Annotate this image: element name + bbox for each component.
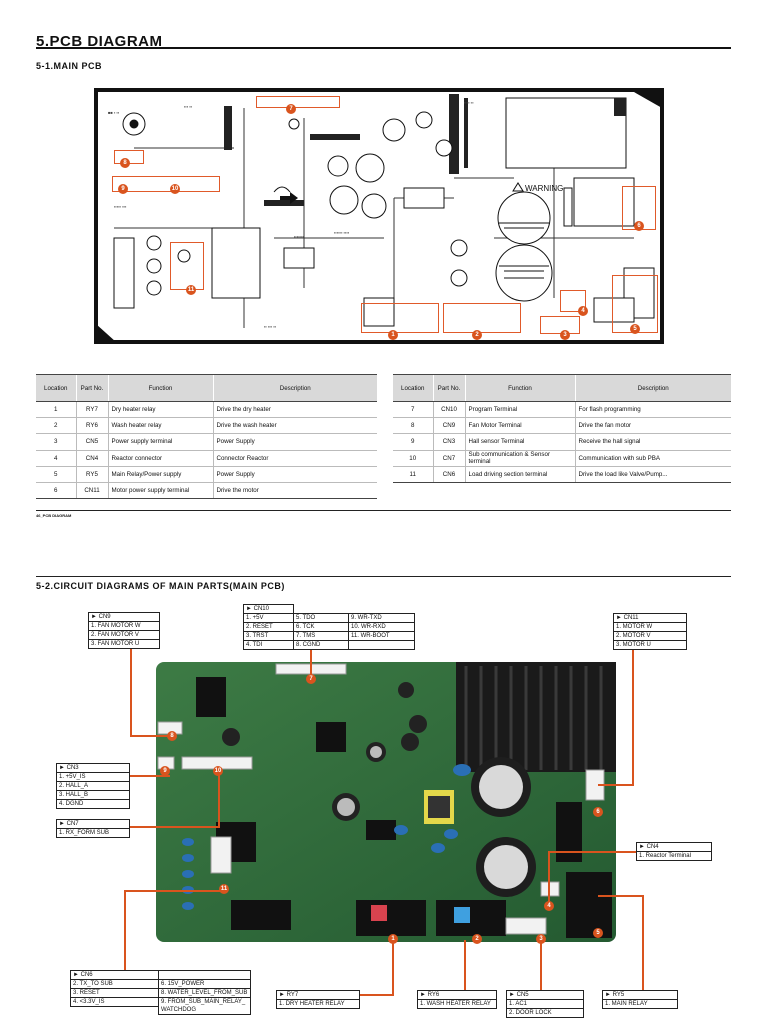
pcb-photo <box>156 662 616 942</box>
leader-cn3 <box>130 775 170 777</box>
leader-ry7-h <box>358 994 394 996</box>
marker-2: 2 <box>472 330 482 340</box>
leader-cn10 <box>310 650 312 678</box>
svg-text:▪▪ ▪▪▪ ▪▪: ▪▪ ▪▪▪ ▪▪ <box>264 324 277 329</box>
leader-cn11 <box>632 645 634 785</box>
callout-ry6: ► RY6 1. WASH HEATER RELAY <box>417 990 497 1009</box>
svg-text:▪▪▪▪▪▪▪: ▪▪▪▪▪▪▪ <box>294 234 305 239</box>
footer-rule <box>36 510 731 511</box>
leader-cn6 <box>124 890 126 970</box>
photo-marker-6: 6 <box>593 807 603 817</box>
leader-cn6-h <box>124 890 224 892</box>
col-description: Description <box>212 374 377 402</box>
title-rule <box>36 47 731 49</box>
highlight-cn4 <box>560 290 586 312</box>
marker-6: 6 <box>634 221 644 231</box>
leader-cn9 <box>130 645 132 737</box>
marker-8: 8 <box>120 158 130 168</box>
location-table-left: Location Part No. Function Description 1… <box>36 374 377 500</box>
col-function: Function <box>464 374 575 402</box>
leader-ry5 <box>642 895 644 990</box>
leader-cn11-h <box>598 784 634 786</box>
leader-ry5-h <box>598 895 644 897</box>
marker-7: 7 <box>286 104 296 114</box>
photo-marker-10: 10 <box>213 766 223 776</box>
svg-text:▪▪▪ ▪▪: ▪▪▪ ▪▪ <box>184 104 193 109</box>
photo-marker-9: 9 <box>160 766 170 776</box>
leader-cn7-v <box>218 775 220 828</box>
callout-cn9: ► CN9 1. FAN MOTOR W 2. FAN MOTOR V 3. F… <box>88 612 160 649</box>
highlight-cn10 <box>256 96 340 108</box>
callout-cn4: ► CN4 1. Reactor Terminal <box>636 842 712 861</box>
svg-text:▪▪▪▪▪ ▪▪▪: ▪▪▪▪▪ ▪▪▪ <box>114 204 127 209</box>
leader-cn7 <box>130 826 220 828</box>
photo-marker-7: 7 <box>306 674 316 684</box>
col-part-no: Part No. <box>432 374 465 402</box>
marker-1: 1 <box>388 330 398 340</box>
photo-marker-8: 8 <box>167 731 177 741</box>
callout-cn11: ► CN11 1. MOTOR W 2. MOTOR V 3. MOTOR U <box>613 613 687 650</box>
highlight-ry7 <box>361 303 439 333</box>
leader-cn9-h <box>130 735 172 737</box>
col-part-no: Part No. <box>75 374 108 402</box>
leader-cn5 <box>540 940 542 990</box>
marker-11: 11 <box>186 285 196 295</box>
svg-text:▪▪▪▪ ▪▪: ▪▪▪▪ ▪▪ <box>464 100 474 105</box>
photo-marker-1: 1 <box>388 934 398 944</box>
page-title: 5.PCB DIAGRAM <box>36 33 163 50</box>
marker-10: 10 <box>170 184 180 194</box>
leader-ry6 <box>464 940 466 990</box>
marker-4: 4 <box>578 306 588 316</box>
callout-cn3: ► CN3 1. +5V_IS 2. HALL_A 3. HALL_B 4. D… <box>56 763 130 809</box>
col-function: Function <box>107 374 213 402</box>
callout-cn5: ► CN5 1. AC1 2. DOOR LOCK <box>506 990 584 1018</box>
section2-rule <box>36 576 731 577</box>
highlight-ry6 <box>443 303 521 333</box>
svg-text:■■ ▪ ▪▪: ■■ ▪ ▪▪ <box>108 110 120 115</box>
callout-cn7: ► CN7 1. RX_FORM SUB <box>56 819 130 838</box>
photo-marker-5: 5 <box>593 928 603 938</box>
photo-marker-4: 4 <box>544 901 554 911</box>
col-location: Location <box>36 374 76 402</box>
svg-text:▪▪▪▪▪▪ ▪▪▪▪: ▪▪▪▪▪▪ ▪▪▪▪ <box>334 230 350 235</box>
photo-marker-11: 11 <box>219 884 229 894</box>
photo-marker-3: 3 <box>536 934 546 944</box>
subsection-title-main-pcb: 5-1.MAIN PCB <box>36 61 103 71</box>
pcb-layout-drawing: WARNING ■■ ▪ ▪▪ ▪▪▪ ▪▪ ▪▪▪▪▪ ▪▪▪ ▪▪▪▪▪▪ ▪▪… <box>94 88 664 344</box>
leader-ry7 <box>392 940 394 995</box>
highlight-cn6 <box>170 242 204 290</box>
marker-9: 9 <box>118 184 128 194</box>
marker-5: 5 <box>630 324 640 334</box>
subsection-title-circuit: 5-2.CIRCUIT DIAGRAMS OF MAIN PARTS(MAIN … <box>36 581 285 591</box>
leader-cn4 <box>548 851 550 906</box>
leader-cn4-h <box>548 851 636 853</box>
col-description: Description <box>574 374 731 402</box>
marker-3: 3 <box>560 330 570 340</box>
photo-marker-2: 2 <box>472 934 482 944</box>
warning-label: WARNING <box>525 184 563 193</box>
location-table-right: Location Part No. Function Description 7… <box>393 374 731 483</box>
callout-ry5: ► RY5 1. MAIN RELAY <box>602 990 678 1009</box>
highlight-cn3-cn7 <box>112 176 220 192</box>
callout-ry7: ► RY7 1. DRY HEATER RELAY <box>276 990 360 1009</box>
footer-label: 46_PCB DIAGRAM <box>36 513 72 518</box>
col-location: Location <box>393 374 433 402</box>
